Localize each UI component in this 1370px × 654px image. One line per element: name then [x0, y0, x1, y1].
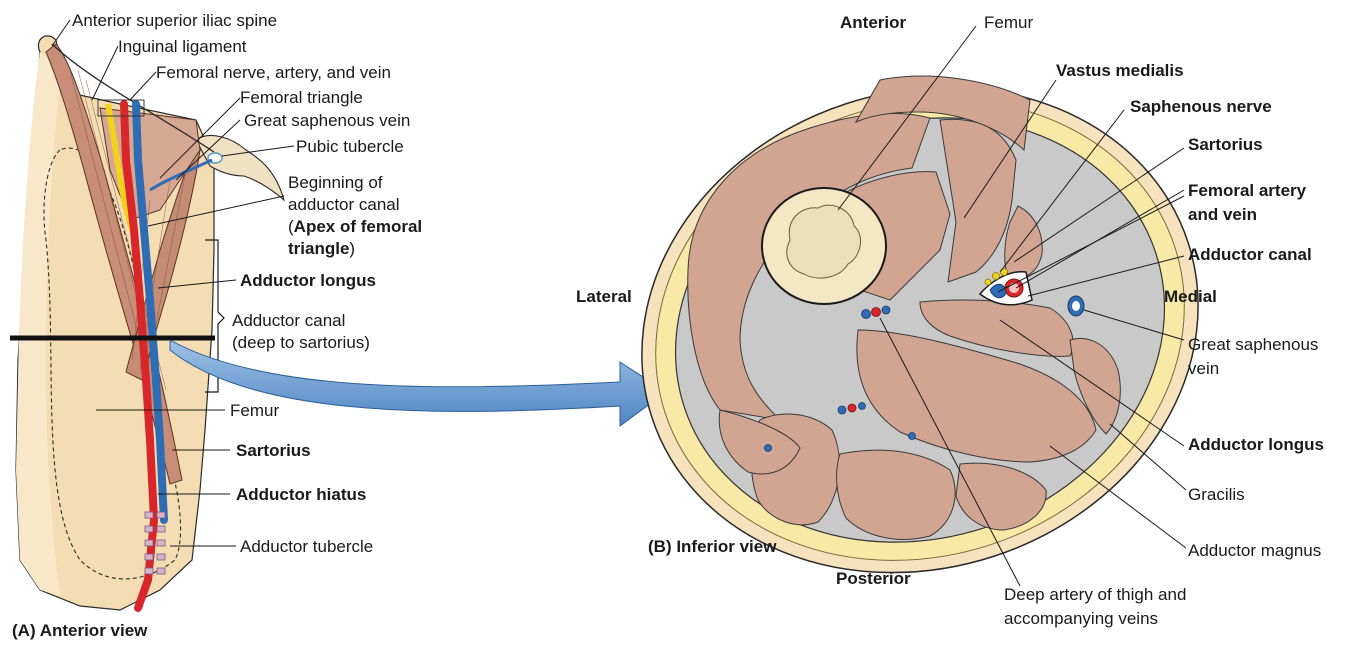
apex-bold-1: Apex of femoral [294, 217, 422, 236]
label-beginning-line2: adductor canal [288, 195, 400, 214]
label-beginning-line1: Beginning of [288, 173, 383, 192]
label-adductor-longus-a: Adductor longus [240, 271, 376, 290]
label-adductor-tubercle: Adductor tubercle [240, 537, 373, 556]
label-femoral-artery-vein-line1: Femoral artery [1188, 181, 1307, 200]
label-pubic-tubercle: Pubic tubercle [296, 137, 404, 156]
label-adductor-magnus: Adductor magnus [1188, 541, 1321, 560]
label-deep-artery-line2: accompanying veins [1004, 609, 1158, 628]
label-saphenous-nerve: Saphenous nerve [1130, 97, 1272, 116]
label-femoral-artery-vein-line2: and vein [1188, 205, 1257, 224]
label-lateral: Lateral [576, 287, 632, 306]
apex-close-paren: ) [349, 239, 355, 258]
label-asis: Anterior superior iliac spine [72, 11, 277, 30]
label-inguinal-ligament: Inguinal ligament [118, 37, 247, 56]
label-femur-a: Femur [230, 401, 279, 420]
label-adductor-longus-b: Adductor longus [1188, 435, 1324, 454]
label-great-saphenous-line1: Great saphenous [1188, 335, 1318, 354]
label-medial: Medial [1164, 287, 1217, 306]
label-femur-b: Femur [984, 13, 1033, 32]
label-apex-line2: triangle) [288, 239, 355, 258]
label-femoral-nerve-artery-vein: Femoral nerve, artery, and vein [156, 63, 391, 82]
label-sartorius-a: Sartorius [236, 441, 311, 460]
femur-bone-section [762, 188, 886, 304]
label-gracilis: Gracilis [1188, 485, 1245, 504]
label-sartorius-b: Sartorius [1188, 135, 1263, 154]
label-deep-artery-line1: Deep artery of thigh and [1004, 585, 1186, 604]
label-adductor-hiatus: Adductor hiatus [236, 485, 366, 504]
label-vastus-medialis: Vastus medialis [1056, 61, 1184, 80]
label-great-saphenous-vein-a: Great saphenous vein [244, 111, 410, 130]
label-posterior: Posterior [836, 569, 911, 588]
label-great-saphenous-line2: vein [1188, 359, 1219, 378]
label-adductor-canal-line1: Adductor canal [232, 311, 345, 330]
label-anterior: Anterior [840, 13, 907, 32]
label-adductor-canal-b: Adductor canal [1188, 245, 1312, 264]
label-femoral-triangle: Femoral triangle [240, 88, 363, 107]
apex-bold-2: triangle [288, 239, 349, 258]
panel-a-caption: (A) Anterior view [12, 621, 148, 640]
great-saphenous-vein-b [1068, 296, 1084, 316]
label-adductor-canal-line2: (deep to sartorius) [232, 333, 370, 352]
panel-b-caption: (B) Inferior view [648, 537, 777, 556]
label-apex-line1: (Apex of femoral [288, 217, 422, 236]
